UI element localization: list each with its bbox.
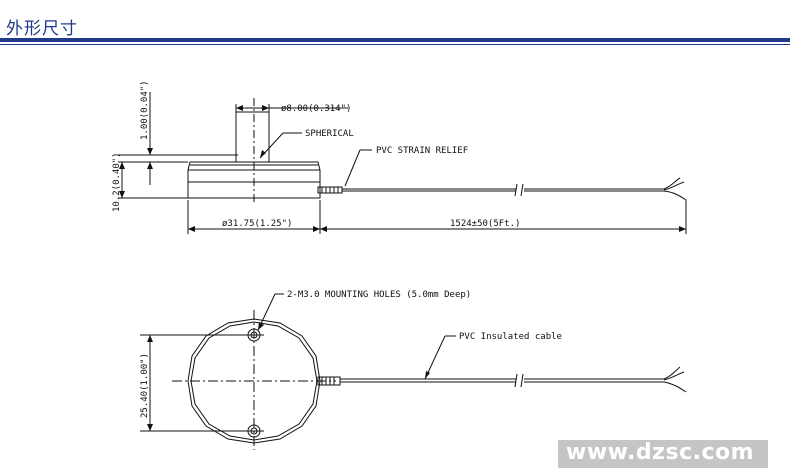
label-dia-small: ø8.00(0.314") <box>281 104 351 114</box>
label-plan-height: 25.40(1.00") <box>140 353 150 418</box>
label-mounting-holes: 2-M3.0 MOUNTING HOLES (5.0mm Deep) <box>287 290 471 300</box>
page-header: 外形尺寸 <box>0 0 790 45</box>
label-cable-length: 1524±50(5Ft.) <box>450 219 520 229</box>
side-view <box>118 92 687 234</box>
label-body-height: 10.2(0.40") <box>112 152 122 212</box>
wire-end <box>663 177 681 190</box>
strain-relief-plan <box>317 376 341 386</box>
label-strain-relief: PVC STRAIN RELIEF <box>376 146 468 156</box>
plan-view <box>140 293 687 450</box>
label-pvc-cable: PVC Insulated cable <box>459 332 562 342</box>
watermark-box <box>558 440 768 468</box>
watermark: www.dzsc.com <box>566 440 755 465</box>
header-rule <box>0 38 790 42</box>
wire-end-plan <box>663 366 681 380</box>
label-dia-body: ø31.75(1.25") <box>222 219 292 229</box>
header-rule-thin <box>0 44 790 45</box>
label-spherical: SPHERICAL <box>305 129 354 139</box>
label-top-height: 1.00(0.04") <box>140 80 150 140</box>
page-title: 外形尺寸 <box>6 19 78 39</box>
